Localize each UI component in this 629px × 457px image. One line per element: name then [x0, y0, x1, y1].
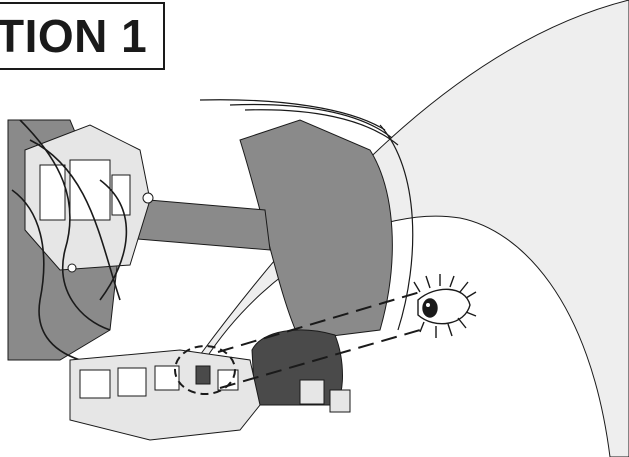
fuse-block [69, 349, 351, 441]
dark-cover [251, 329, 343, 406]
wiring-harness [11, 119, 128, 361]
target-fuse [195, 365, 211, 385]
inspection-circle [174, 345, 236, 395]
vehicle-body [199, 99, 414, 331]
eye-icon [413, 274, 477, 338]
section-label: TION 1 [0, 2, 166, 70]
sight-lines [217, 291, 421, 389]
